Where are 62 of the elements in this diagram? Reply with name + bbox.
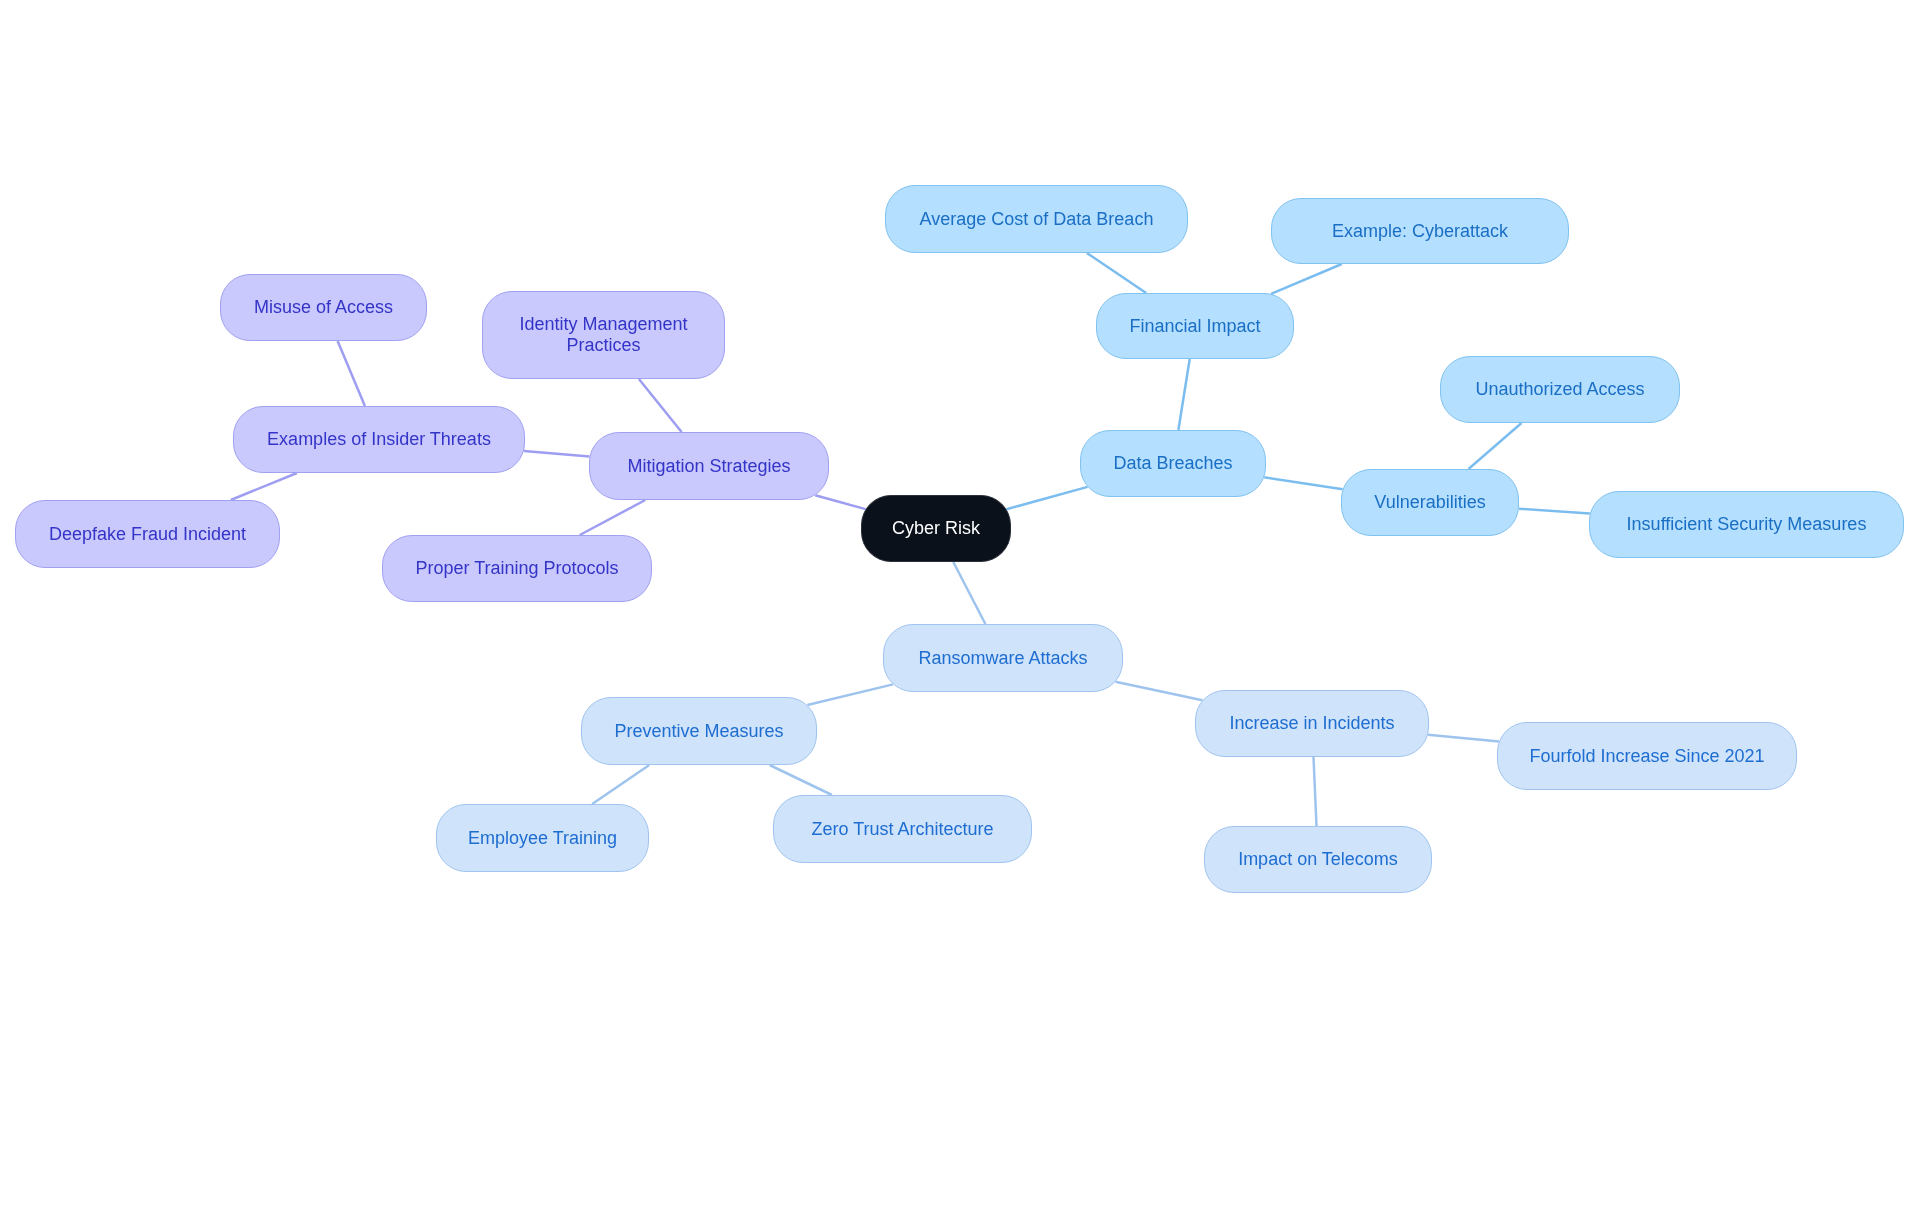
topic-node [773,795,1032,863]
connector-line [336,340,367,407]
connector-line [1115,680,1203,702]
node-label: Misuse of Access [253,297,394,318]
node-label: Fourfold Increase Since 2021 [1529,745,1765,767]
root-topic-node [861,495,1011,562]
topic-node [220,274,427,341]
topic-node [15,500,280,568]
topic-node [885,185,1188,253]
connector-line [1086,251,1147,295]
node-label: Financial Impact [1129,315,1261,337]
node-label: Example: Cyberattack [1331,220,1509,242]
node-label: Identity Management Practices [518,314,689,356]
connector-line [1264,476,1343,491]
node-label: Unauthorized Access [1475,379,1645,400]
node-label: Preventive Measures [614,720,784,742]
connector-line [579,498,646,537]
topic-node [1204,826,1432,893]
topic-node [1096,293,1294,359]
topic-node [1440,356,1680,423]
connector-line [230,471,298,502]
topic-node [1341,469,1519,536]
node-label: Impact on Telecoms [1238,849,1398,870]
topic-node [1271,198,1569,264]
node-label: Insufficient Security Measures [1626,514,1867,535]
node-label: Average Cost of Data Breach [919,208,1154,230]
topic-node [1195,690,1429,757]
topic-node [382,535,652,602]
connector-line [523,449,590,458]
node-label: Ransomware Attacks [918,647,1088,669]
topic-node [1080,430,1266,497]
topic-node [233,406,525,473]
node-label: Increase in Incidents [1229,713,1395,734]
connector-line [769,763,833,797]
topic-node [436,804,649,872]
node-label: Deepfake Fraud Incident [48,523,247,545]
connector-line [1427,733,1499,743]
topic-node [1589,491,1904,558]
topic-node [1497,722,1797,790]
topic-node [482,291,725,379]
connector-line [1312,756,1318,827]
node-label: Proper Training Protocols [415,558,619,579]
node-label: Data Breaches [1113,453,1233,474]
topic-node [589,432,829,500]
node-label: Vulnerabilities [1374,492,1486,513]
connector-line [1467,422,1523,470]
node-label: Zero Trust Architecture [811,818,994,840]
node-label: Cyber Risk [892,518,980,539]
topic-node [883,624,1123,692]
connector-line [1006,485,1088,511]
node-label: Examples of Insider Threats [267,429,491,450]
connector-line [637,378,683,433]
connector-line [807,683,894,707]
connector-line [1518,507,1590,515]
connector-line [952,561,987,625]
topic-node [581,697,817,765]
node-label: Mitigation Strategies [627,455,791,477]
connector-line [814,494,866,511]
connector-line [1270,262,1343,296]
connector-line [1177,358,1191,431]
connector-line [591,763,650,806]
node-label: Employee Training [467,827,618,849]
